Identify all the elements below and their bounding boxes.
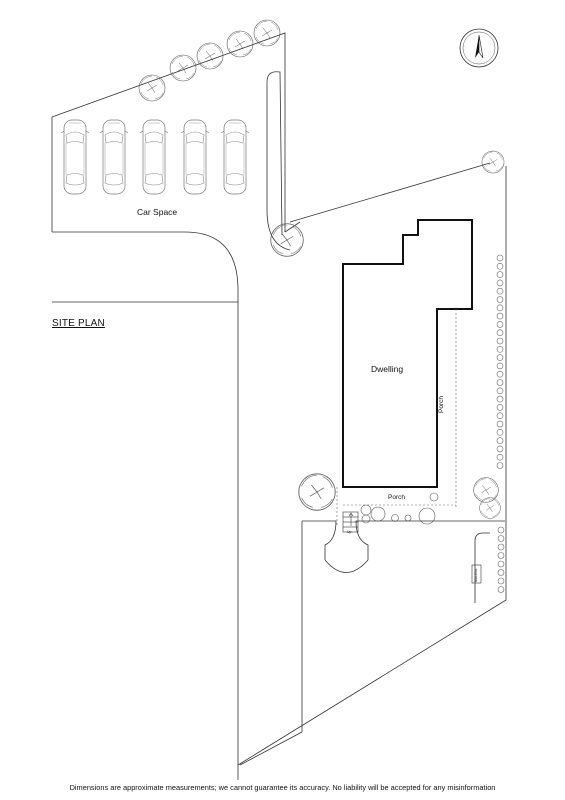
shrub-icon	[496, 337, 504, 345]
shrub-icon	[360, 492, 439, 525]
car-icon	[139, 119, 169, 195]
tree-icon	[196, 42, 224, 70]
shrub-icon	[496, 404, 504, 411]
shrub-icon	[496, 304, 504, 312]
tree-icon	[270, 223, 304, 257]
car-icon	[60, 119, 90, 195]
porch-front-label: Porch	[388, 494, 405, 501]
car-space-label: Car Space	[137, 207, 178, 217]
car-park-boundary	[51, 32, 491, 765]
north-arrow-icon	[459, 28, 499, 68]
shrub-icon	[497, 586, 505, 593]
tree-icon	[226, 30, 254, 58]
shrub-icon	[496, 254, 504, 262]
tree-icon	[169, 54, 197, 82]
shrub-icon	[497, 535, 505, 542]
shrub-icon	[496, 370, 504, 378]
disclaimer-text: Dimensions are approximate measurements;…	[69, 783, 496, 792]
shrub-icon	[496, 271, 504, 278]
right-boundary	[237, 166, 507, 766]
shrub-icon	[496, 453, 504, 461]
shrub-icon	[497, 569, 505, 576]
front-yard-boundary	[237, 520, 505, 780]
tree-icon	[481, 150, 505, 174]
tree-icon	[298, 473, 336, 511]
shrub-icon	[497, 552, 505, 559]
shrub-icon	[497, 560, 505, 568]
porch-outline	[336, 309, 457, 525]
mailbox-label: Mail Box	[474, 568, 478, 582]
shrub-icon	[496, 437, 504, 444]
mailbox-icon	[471, 564, 482, 584]
entry-steps	[342, 511, 359, 533]
shrub-icon	[497, 526, 505, 534]
porch-side-label: Porch	[438, 396, 445, 413]
shrub-icon	[496, 428, 504, 436]
shrub-icon	[496, 287, 504, 295]
shrub-icon	[496, 362, 504, 370]
car-icon	[99, 119, 129, 195]
shrub-icon	[496, 420, 504, 428]
shrub-icon	[497, 577, 505, 585]
shrub-icon	[496, 296, 504, 303]
shrub-icon	[496, 321, 504, 328]
shrub-icon	[496, 412, 504, 420]
dwelling-label: Dwelling	[371, 364, 404, 374]
shrub-icon	[496, 262, 504, 270]
dwelling-outline	[342, 219, 473, 488]
shrub-icon	[496, 279, 504, 287]
tree-icon	[138, 74, 166, 102]
shrub-icon	[496, 354, 504, 361]
tree-icon	[253, 19, 281, 47]
car-icon	[180, 119, 210, 195]
page-title: SITE PLAN	[52, 318, 105, 329]
car-icon	[220, 119, 250, 195]
shrub-icon	[497, 543, 505, 551]
shrub-icon	[496, 329, 504, 337]
shrub-icon	[496, 345, 504, 353]
tree-icon	[479, 497, 501, 519]
shrub-icon	[496, 462, 504, 469]
shrub-icon	[496, 395, 504, 403]
shrub-icon	[496, 387, 504, 395]
boundary-shrubs	[496, 254, 505, 593]
shrub-icon	[496, 379, 504, 386]
steps-label: Up	[347, 530, 352, 534]
shrub-icon	[496, 445, 504, 453]
shrub-icon	[496, 312, 504, 320]
